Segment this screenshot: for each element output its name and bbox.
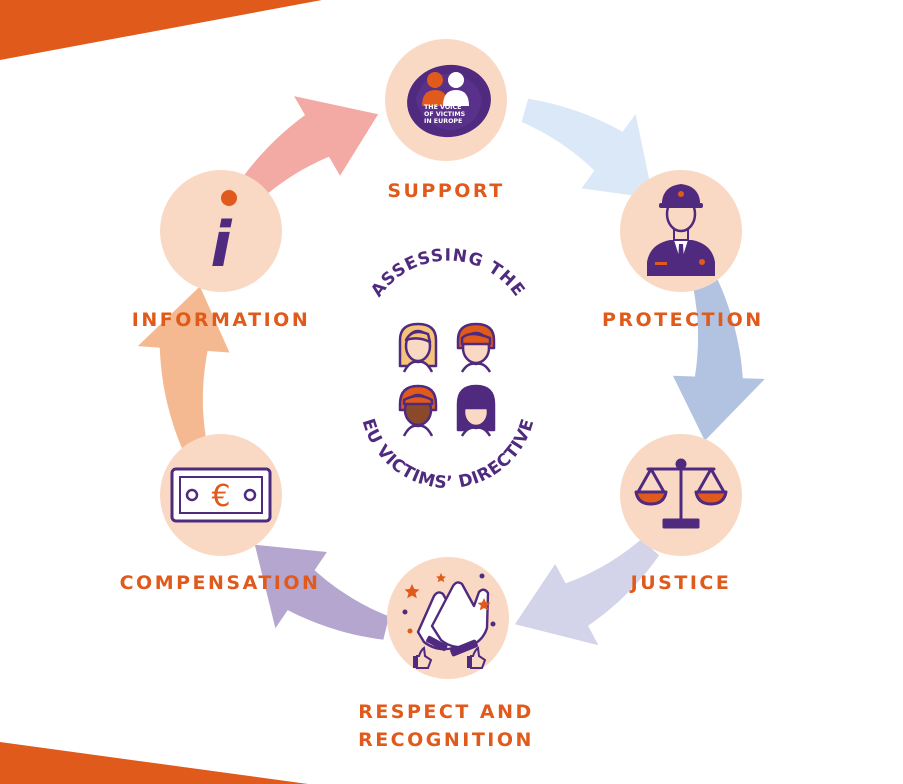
arrow-protection-to-justice (672, 272, 765, 441)
euro-symbol: € (211, 479, 230, 514)
arrow-compensation-to-information (137, 286, 230, 455)
scales-of-justice-icon (634, 458, 728, 529)
logo-text-line3: IN EUROPE (424, 118, 462, 125)
label-respect-line1: RESPECT AND (358, 701, 534, 723)
label-support: SUPPORT (387, 180, 505, 202)
logo-text-line1: THE VOICE (424, 104, 461, 111)
logo-text-line2: OF VICTIMS (424, 111, 466, 118)
arrow-justice-to-respect (514, 539, 660, 646)
information-i-icon: i (210, 190, 237, 281)
label-respect-recognition: RESPECT AND RECOGNITION (346, 698, 546, 754)
arrow-information-to-support (230, 96, 379, 211)
label-justice: JUSTICE (630, 572, 732, 594)
label-information: INFORMATION (131, 309, 311, 331)
info-letter: i (210, 208, 232, 281)
label-respect-line2: RECOGNITION (358, 729, 534, 751)
euro-banknote-icon: € (170, 467, 272, 523)
arrow-respect-to-compensation (254, 544, 390, 640)
clapping-hands-icon (402, 573, 496, 669)
police-officer-icon (647, 184, 715, 276)
center-emblem: ASSESSING THE EU VICTIMS’ DIRECTIVE (358, 246, 539, 494)
arrow-support-to-protection (521, 98, 654, 199)
corner-band-bottom-left (0, 742, 308, 784)
label-compensation: COMPENSATION (119, 572, 321, 594)
victim-support-europe-logo: THE VOICE OF VICTIMS IN EUROPE (407, 64, 491, 138)
four-people-faces-icon (398, 322, 496, 437)
corner-band-top-left (0, 0, 322, 60)
label-protection: PROTECTION (602, 309, 764, 331)
center-top-text: ASSESSING THE (367, 246, 529, 301)
information-circle (160, 170, 282, 292)
cycle-arrows (137, 96, 765, 646)
center-bottom-text: EU VICTIMS’ DIRECTIVE (358, 416, 539, 493)
